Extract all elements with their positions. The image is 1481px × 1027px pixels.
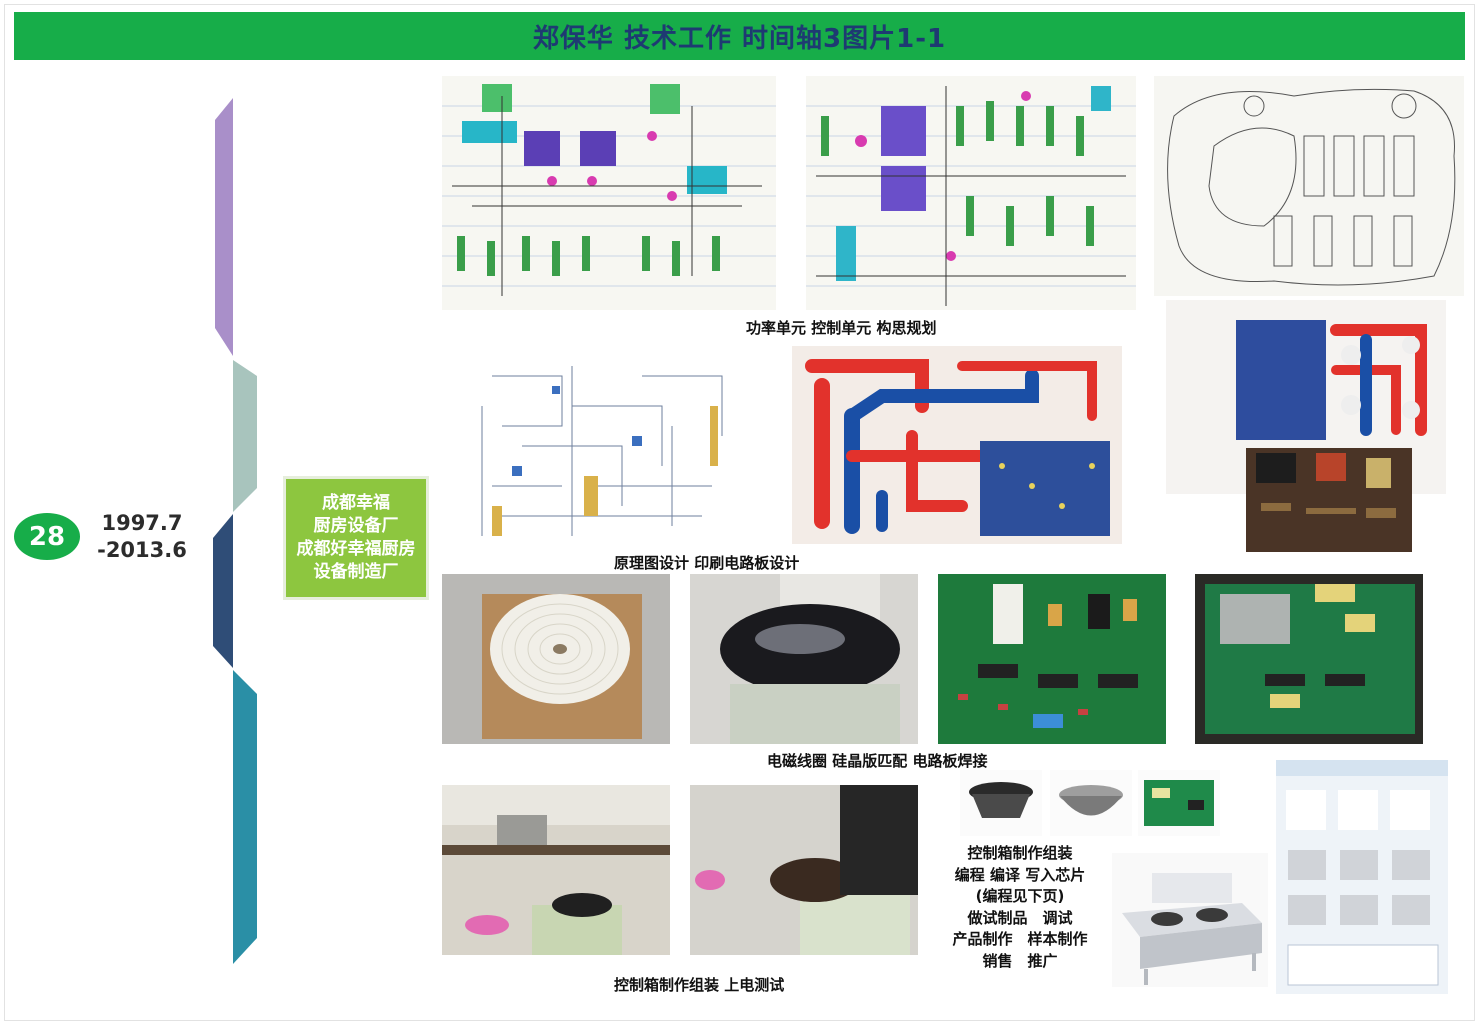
process-line: 产品制作 样本制作 (952, 930, 1088, 949)
wok-product-image (1050, 770, 1132, 836)
control-box-test-photo-2 (690, 785, 918, 955)
step-number-badge: 28 (14, 513, 80, 560)
coil-photo (442, 574, 670, 744)
pcb-layout-image (792, 346, 1122, 544)
caption-planning: 功率单元 控制单元 构思规划 (746, 319, 937, 337)
date-end: -2013.6 (97, 538, 187, 562)
timeline-segment-4 (233, 670, 257, 964)
assembled-board-photo (1246, 448, 1412, 552)
page-frame (4, 4, 1475, 1021)
timeline-segment-1 (215, 98, 233, 356)
caption-design: 原理图设计 印刷电路板设计 (614, 554, 800, 572)
process-line: 控制箱制作组装 (967, 844, 1073, 862)
company-box: 成都幸福 厨房设备厂 成都好幸福厨房 设备制造厂 (283, 476, 429, 600)
control-box-test-photo-1 (442, 785, 670, 955)
process-line: 做试制品 调试 (967, 908, 1073, 927)
date-start: 1997.7 (101, 511, 183, 535)
page-title: 郑保华 技术工作 时间轴3图片1-1 (14, 12, 1465, 60)
schematic-diagram-image (462, 346, 734, 548)
stove-product-image (1112, 853, 1268, 987)
date-range: 1997.7 -2013.6 (94, 510, 190, 564)
product-brochure-image (1276, 760, 1448, 994)
process-steps-text: 控制箱制作组装 编程 编译 写入芯片 (编程见下页) 做试制品 调试 产品制作 … (940, 843, 1100, 973)
sketch-plan-image (1154, 76, 1464, 296)
sketch-control-unit-image (806, 76, 1136, 310)
process-line: 编程 编译 写入芯片 (954, 865, 1086, 884)
control-box-product-image (960, 770, 1042, 836)
circuit-board-photo-2 (1195, 574, 1423, 744)
timeline-bar (213, 98, 257, 964)
process-line: (编程见下页) (975, 887, 1065, 906)
board-product-image (1138, 770, 1220, 836)
crystal-plate-photo (690, 574, 918, 744)
circuit-board-photo-1 (938, 574, 1166, 744)
timeline-segment-2 (233, 360, 257, 512)
step-number: 28 (28, 521, 66, 552)
timeline-segment-3 (213, 514, 233, 668)
caption-assembly: 电磁线圈 硅晶版匹配 电路板焊接 (767, 752, 988, 770)
title-text: 郑保华 技术工作 时间轴3图片1-1 (532, 23, 947, 54)
company-line: 厨房设备厂 (313, 516, 399, 536)
company-line: 成都幸福 (322, 493, 390, 513)
caption-testing: 控制箱制作组装 上电测试 (614, 976, 785, 994)
sketch-power-unit-image (442, 76, 776, 310)
company-line: 成都好幸福厨房 (296, 539, 416, 559)
company-line: 设备制造厂 (313, 562, 399, 582)
process-line: 销售 推广 (982, 951, 1058, 970)
